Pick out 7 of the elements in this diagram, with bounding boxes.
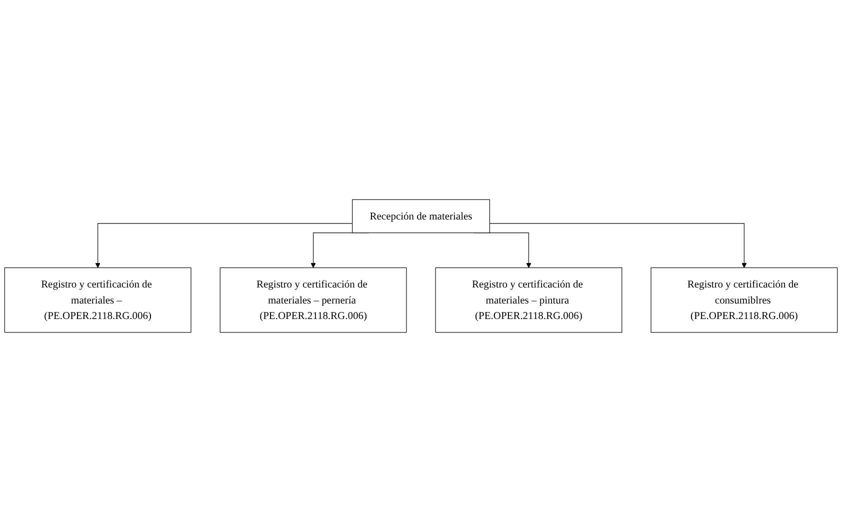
node-box: Recepción de materiales [352, 199, 490, 234]
node-box: Registro y certificación de materiales – (PE.OPER.2118.RG.006) [4, 267, 192, 333]
arrow [489, 223, 747, 268]
node-box: Registro y certificación de consumiblres (PE.OPER.2118.RG.006) [650, 267, 838, 333]
node-box: Registro y certificación de materiales – pernería (PE.OPER.2118.RG.006) [220, 267, 407, 333]
node-box: Registro y certificación de materiales – pintura (PE.OPER.2118.RG.006) [435, 267, 622, 333]
arrow [95, 223, 353, 268]
